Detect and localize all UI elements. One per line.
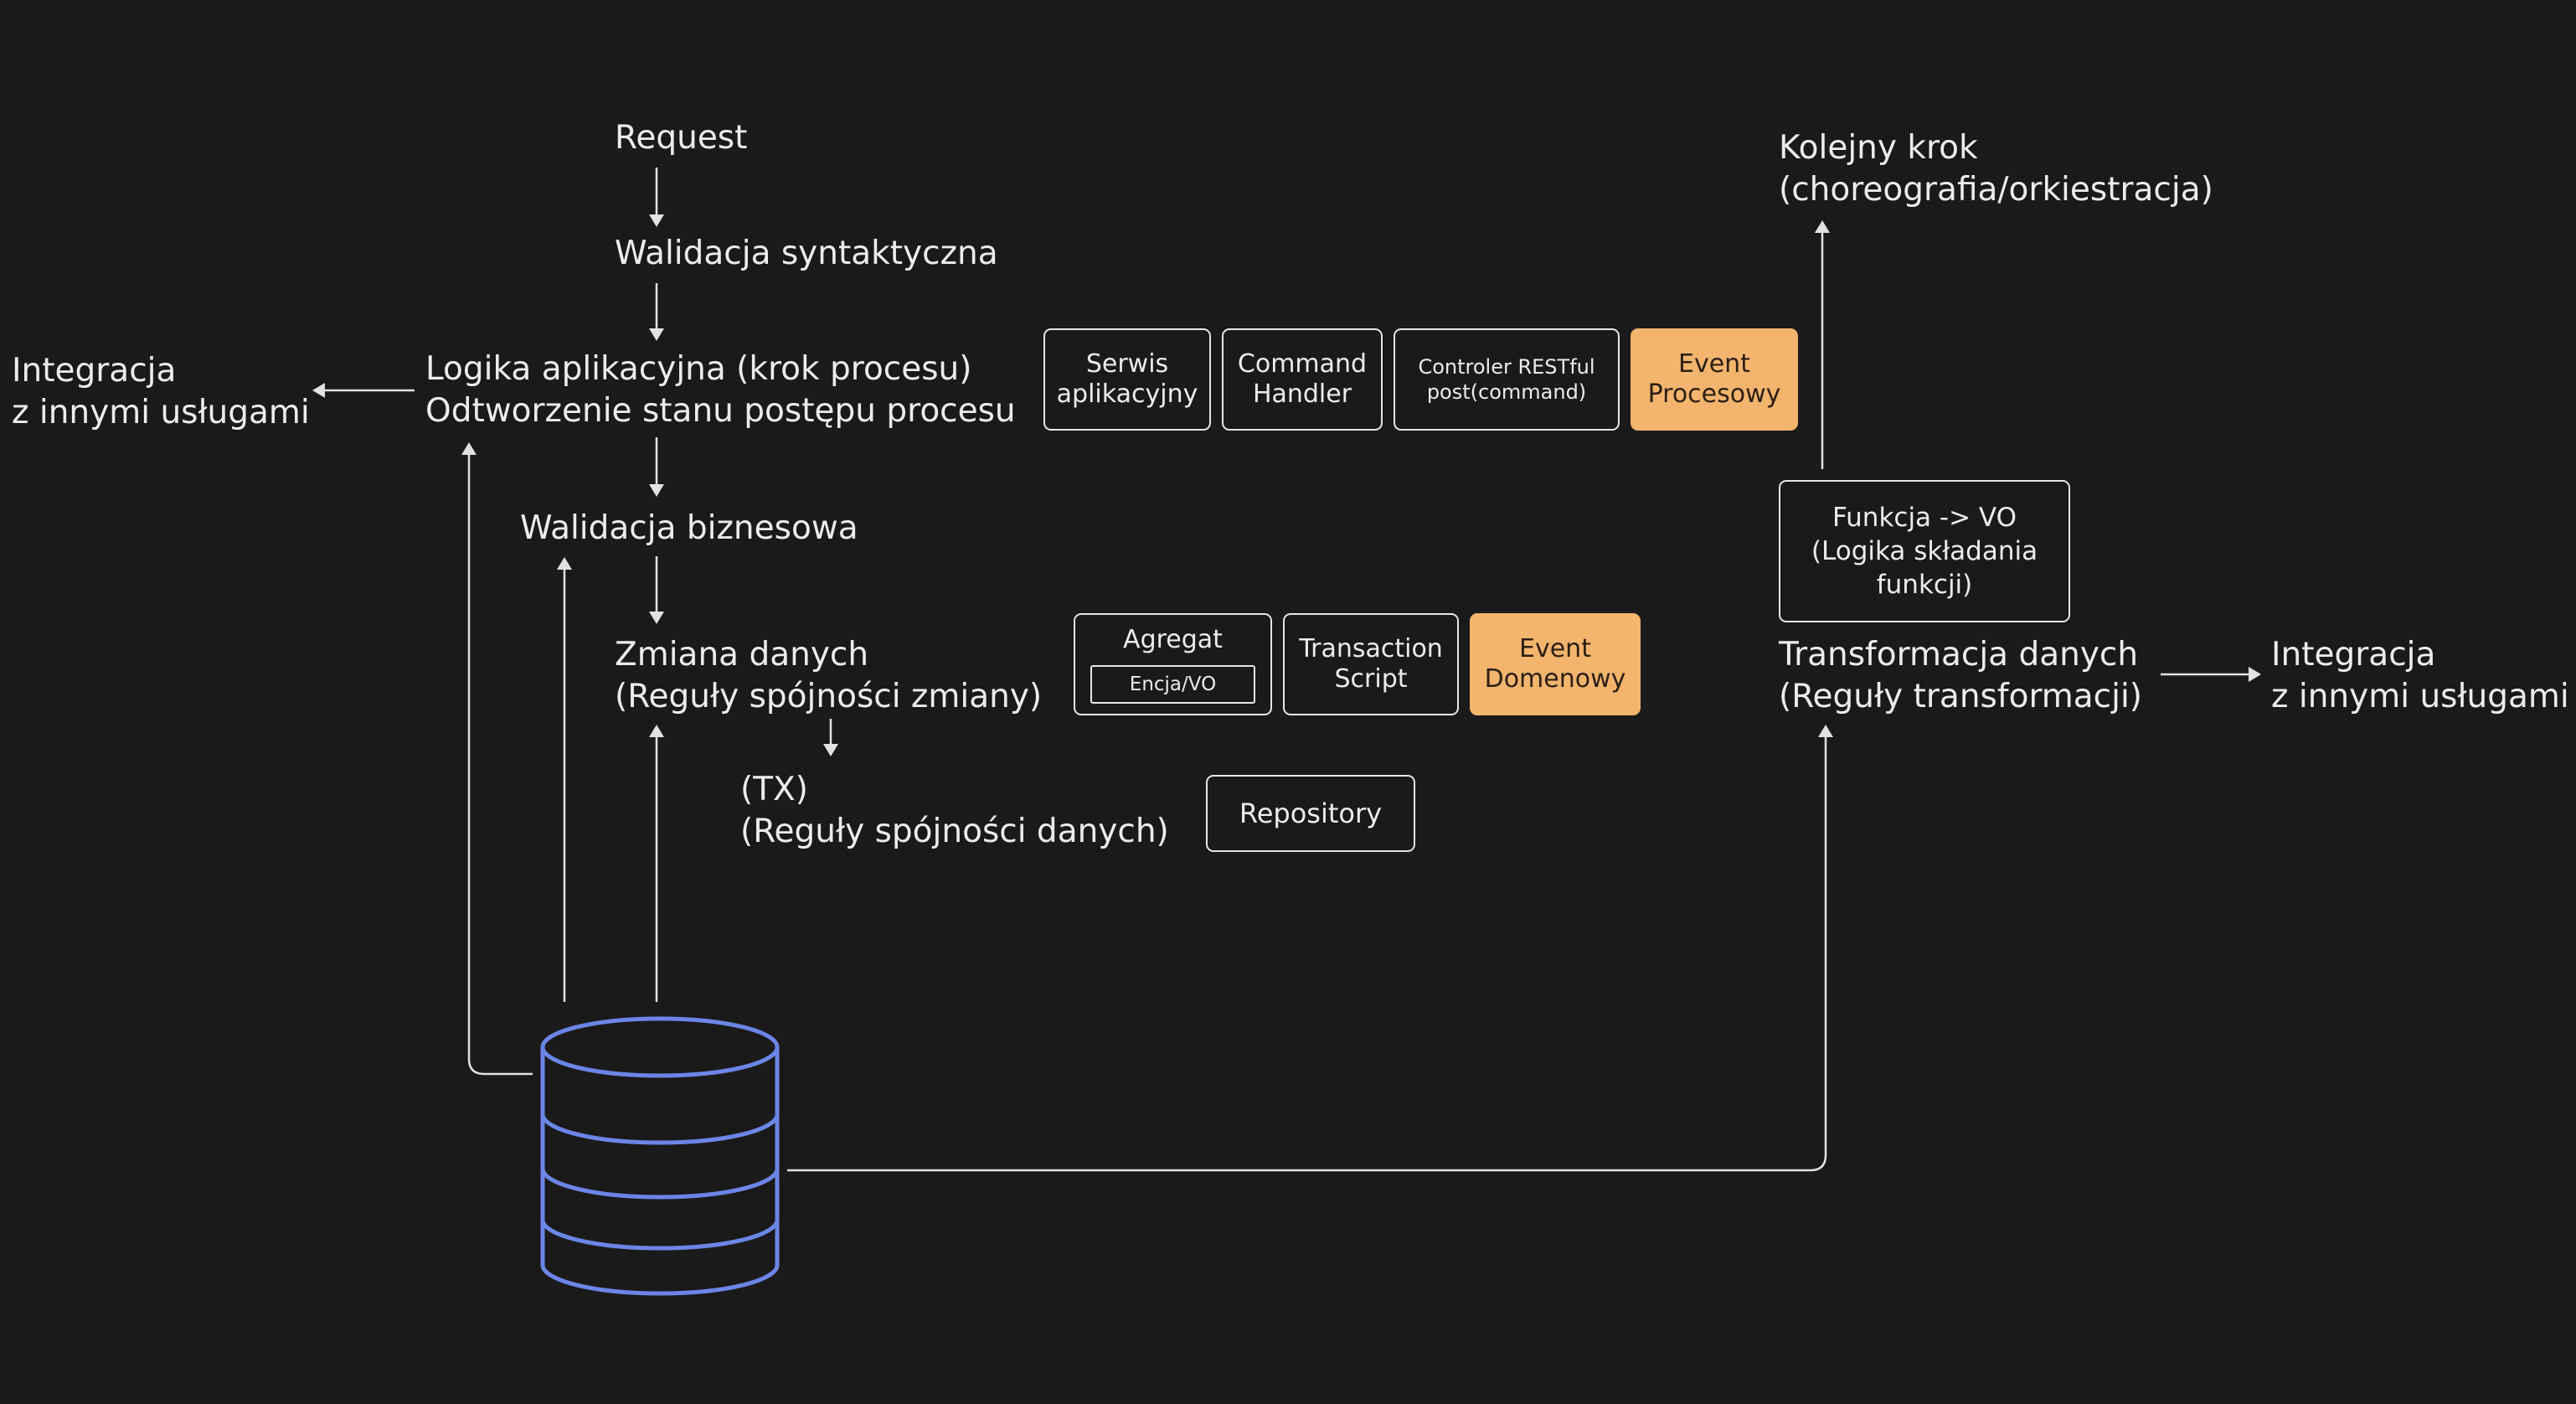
data-change-label: Zmiana danych (Reguły spójności zmiany) bbox=[615, 634, 1042, 718]
database-ring-3 bbox=[540, 1219, 780, 1251]
controler-restful-box: Controler RESTful post(command) bbox=[1394, 328, 1620, 431]
arrowhead bbox=[1815, 220, 1830, 233]
database-ring-1 bbox=[540, 1113, 780, 1145]
box-line: Funkcja -> VO bbox=[1832, 503, 2017, 533]
data-transformation-line-1: Transformacja danych bbox=[1779, 636, 2139, 674]
integration-left-label: Integracja z innymi usługami bbox=[12, 350, 310, 434]
syntax-validation-label: Walidacja syntaktyczna bbox=[615, 235, 998, 272]
app-logic-label: Logika aplikacyjna (krok procesu) Odtwor… bbox=[425, 348, 1016, 432]
database-top bbox=[540, 1016, 780, 1078]
box-line: aplikacyjny bbox=[1056, 379, 1198, 409]
arrowhead bbox=[2249, 667, 2261, 682]
repository-box: Repository bbox=[1206, 775, 1415, 852]
agregat-title: Agregat bbox=[1123, 625, 1223, 654]
business-validation-label: Walidacja biznesowa bbox=[520, 509, 858, 547]
box-line: Command bbox=[1237, 349, 1368, 379]
command-handler-box: Command Handler bbox=[1222, 328, 1383, 431]
data-transformation-line-2: (Reguły transformacji) bbox=[1779, 678, 2143, 715]
serwis-aplikacyjny-box: Serwis aplikacyjny bbox=[1043, 328, 1211, 431]
arrowhead bbox=[823, 744, 838, 756]
arrowhead bbox=[649, 612, 664, 624]
tx-line-2: (Reguły spójności danych) bbox=[740, 813, 1169, 850]
arrowhead bbox=[649, 484, 664, 497]
data-change-line-1: Zmiana danych bbox=[615, 636, 869, 674]
repository-label: Repository bbox=[1239, 797, 1383, 829]
data-transformation-label: Transformacja danych (Reguły transformac… bbox=[1779, 634, 2142, 718]
integration-left-line-1: Integracja bbox=[12, 352, 177, 390]
data-change-line-2: (Reguły spójności zmiany) bbox=[615, 678, 1043, 715]
request-label: Request bbox=[615, 119, 748, 157]
box-line: Procesowy bbox=[1647, 379, 1781, 409]
event-domenowy-box: Event Domenowy bbox=[1470, 613, 1641, 715]
agregat-box: Agregat Encja/VO bbox=[1074, 613, 1272, 715]
box-line: Domenowy bbox=[1484, 664, 1626, 694]
box-line: Event bbox=[1519, 634, 1591, 663]
arrowhead bbox=[649, 214, 664, 227]
box-line: funkcji) bbox=[1876, 570, 1973, 600]
event-procesowy-box: Event Procesowy bbox=[1631, 328, 1798, 431]
box-line: post(command) bbox=[1426, 380, 1587, 404]
integration-right-line-2: z innymi usługami bbox=[2271, 678, 2569, 715]
box-line: Controler RESTful bbox=[1418, 355, 1595, 379]
app-logic-line-1: Logika aplikacyjna (krok procesu) bbox=[425, 350, 972, 388]
arrowhead bbox=[461, 442, 477, 455]
next-step-label: Kolejny krok (choreografia/orkiestracja) bbox=[1779, 127, 2213, 211]
arrowhead bbox=[557, 557, 572, 570]
box-line: (Logika składania bbox=[1811, 536, 2038, 566]
next-step-line-1: Kolejny krok bbox=[1779, 129, 1978, 167]
next-step-line-2: (choreografia/orkiestracja) bbox=[1779, 171, 2213, 209]
arrowhead bbox=[649, 328, 664, 341]
encja-vo-box: Encja/VO bbox=[1090, 665, 1255, 704]
arrowhead bbox=[649, 725, 664, 737]
line-db-to-transformation bbox=[787, 737, 1827, 1172]
box-line: Event bbox=[1678, 349, 1750, 379]
integration-left-line-2: z innymi usługami bbox=[12, 394, 310, 431]
tx-label: (TX) (Reguły spójności danych) bbox=[740, 769, 1169, 853]
database-icon bbox=[540, 1016, 780, 1296]
function-box: Funkcja -> VO (Logika składania funkcji) bbox=[1779, 480, 2070, 622]
box-line: Script bbox=[1334, 664, 1408, 694]
database-ring-2 bbox=[540, 1168, 780, 1200]
line-db-to-logic bbox=[467, 455, 533, 1076]
transaction-script-box: Transaction Script bbox=[1283, 613, 1459, 715]
app-logic-line-2: Odtworzenie stanu postępu procesu bbox=[425, 392, 1016, 430]
box-line: Handler bbox=[1252, 379, 1352, 409]
arrowhead bbox=[312, 383, 325, 398]
arrowhead bbox=[1818, 725, 1833, 737]
tx-line-1: (TX) bbox=[740, 771, 808, 808]
box-line: Serwis bbox=[1085, 349, 1169, 379]
integration-right-label: Integracja z innymi usługami bbox=[2271, 634, 2569, 718]
box-line: Transaction bbox=[1299, 634, 1443, 663]
integration-right-line-1: Integracja bbox=[2271, 636, 2436, 674]
